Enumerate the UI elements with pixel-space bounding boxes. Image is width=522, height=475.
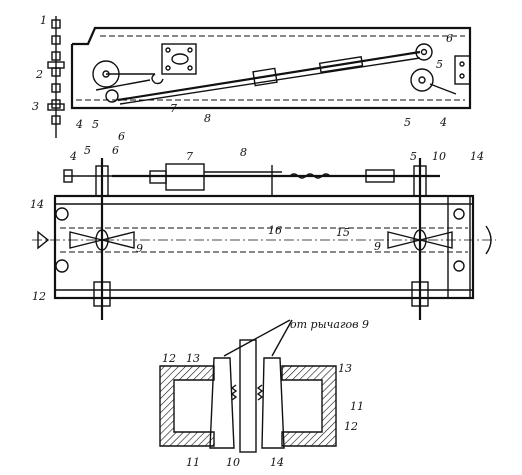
- label-4: 4: [75, 118, 83, 131]
- label-14-detail: 14: [270, 456, 284, 469]
- label-2: 2: [35, 68, 43, 81]
- plan-view: [32, 158, 496, 320]
- label-5-right-top: 5: [436, 58, 443, 71]
- label-15: 15: [336, 226, 350, 239]
- left-pivot-assembly: [92, 60, 155, 103]
- label-12-detail-right: 12: [344, 420, 358, 433]
- detail-caption: от рычагов 9: [290, 318, 369, 331]
- label-7-plan: 7: [186, 150, 193, 163]
- label-5-right: 5: [404, 116, 411, 129]
- chain: [47, 16, 65, 138]
- frame-beam-side: [70, 26, 472, 110]
- label-12-detail-left: 12: [162, 352, 176, 365]
- label-6: 6: [118, 130, 125, 143]
- label-4-plan: 4: [69, 150, 77, 163]
- right-shaft-assembly: [387, 158, 492, 320]
- label-10-detail: 10: [226, 456, 240, 469]
- label-6-right: 6: [446, 32, 453, 45]
- label-11-detail-right: 11: [350, 400, 364, 413]
- label-13-detail-right: 13: [338, 362, 352, 375]
- label-16: 16: [268, 224, 282, 237]
- label-5-plan-right: 5: [410, 150, 417, 163]
- side-elevation-view: [47, 16, 472, 138]
- label-13-detail-left: 13: [186, 352, 200, 365]
- label-9-right: 9: [374, 240, 381, 253]
- actuator-rod-plan: [63, 163, 440, 196]
- label-14-plan-right: 14: [470, 150, 484, 163]
- right-pivot-assembly: [410, 43, 457, 95]
- label-9-left: 9: [136, 242, 143, 255]
- label-14-plan-left: 14: [30, 198, 44, 211]
- label-8-plan: 8: [240, 146, 247, 159]
- label-1: 1: [40, 14, 47, 27]
- label-5-plan: 5: [84, 144, 91, 157]
- labels: 1 2 3 4 5 6 7 8 5 4 6 5 4 5 6 7 8 5 10 1…: [30, 14, 484, 469]
- bracket-plate: [151, 43, 197, 85]
- label-7: 7: [170, 102, 177, 115]
- label-4-right: 4: [439, 116, 447, 129]
- left-shaft-assembly: [37, 158, 135, 320]
- label-5: 5: [92, 118, 99, 131]
- label-11-detail-left: 11: [186, 456, 200, 469]
- label-6-plan: 6: [112, 144, 119, 157]
- label-12-plan: 12: [32, 290, 46, 303]
- detail-section: [159, 319, 337, 453]
- frame-plan: [32, 194, 496, 300]
- tie-rod-side: [117, 50, 421, 105]
- label-3: 3: [32, 100, 39, 113]
- label-10-plan: 10: [432, 150, 446, 163]
- label-8: 8: [204, 112, 211, 125]
